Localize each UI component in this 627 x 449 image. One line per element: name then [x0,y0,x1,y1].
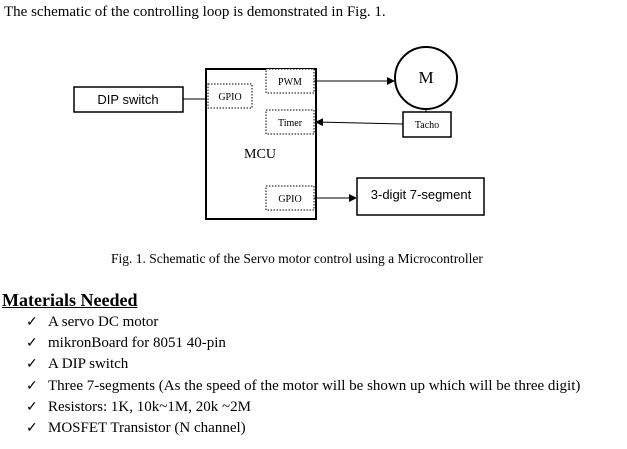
gpio-input-block: GPIO [207,83,253,109]
list-item: ✓ A DIP switch [26,354,580,375]
motor-label: M [418,68,433,87]
intro-paragraph: The schematic of the controlling loop is… [4,4,386,20]
checkmark-icon: ✓ [26,336,38,352]
motor-block: M [394,46,458,110]
list-item-text: MOSFET Transistor (N channel) [48,419,246,436]
list-item: ✓ Three 7-segments (As the speed of the m… [26,376,580,397]
timer-block: Timer [265,109,315,135]
checkmark-icon: ✓ [26,357,38,373]
materials-list: ✓ A servo DC motor ✓ mikronBoard for 8051 … [26,312,580,439]
gpio-input-label: GPIO [218,92,241,103]
dip-switch-label: DIP switch [97,92,158,107]
tacho-label: Tacho [415,120,439,131]
segment-display-block: 3-digit 7-segment [356,177,485,216]
mcu-label: MCU [244,147,276,162]
materials-heading: Materials Needed [2,290,138,310]
gpio-output-label: GPIO [278,194,301,205]
segment-display-label: 3-digit 7-segment [371,187,472,202]
tacho-block: Tacho [402,111,452,138]
tacho-to-timer-arrow [315,118,404,127]
control-loop-diagram: DIP switch MCU GPIO PWM Timer GPIO M Tac… [73,46,485,220]
dip-switch-block: DIP switch [73,86,184,113]
list-item-text: A servo DC motor [48,314,159,330]
checkmark-icon: ✓ [26,420,38,436]
list-item-text: mikronBoard for 8051 40-pin [48,335,226,352]
list-item: ✓ A servo DC motor [26,312,580,333]
checkmark-icon: ✓ [26,399,38,415]
pwm-block: PWM [265,68,315,94]
list-item: ✓ mikronBoard for 8051 40-pin [26,333,580,354]
checkmark-icon: ✓ [26,378,38,394]
list-item: ✓ MOSFET Transistor (N channel) [26,418,580,439]
list-item-text: Three 7-segments (As the speed of the mo… [48,377,581,394]
list-item-text: A DIP switch [48,356,129,373]
list-item: ✓ Resistors: 1K, 10k~1M, 20k ~2M [26,397,580,418]
gpio-output-block: GPIO [265,185,315,211]
figure-caption: Fig. 1. Schematic of the Servo motor con… [111,251,483,266]
list-item-text: Resistors: 1K, 10k~1M, 20k ~2M [48,398,251,415]
checkmark-icon: ✓ [26,315,38,330]
timer-label: Timer [278,118,303,129]
pwm-label: PWM [278,77,302,88]
